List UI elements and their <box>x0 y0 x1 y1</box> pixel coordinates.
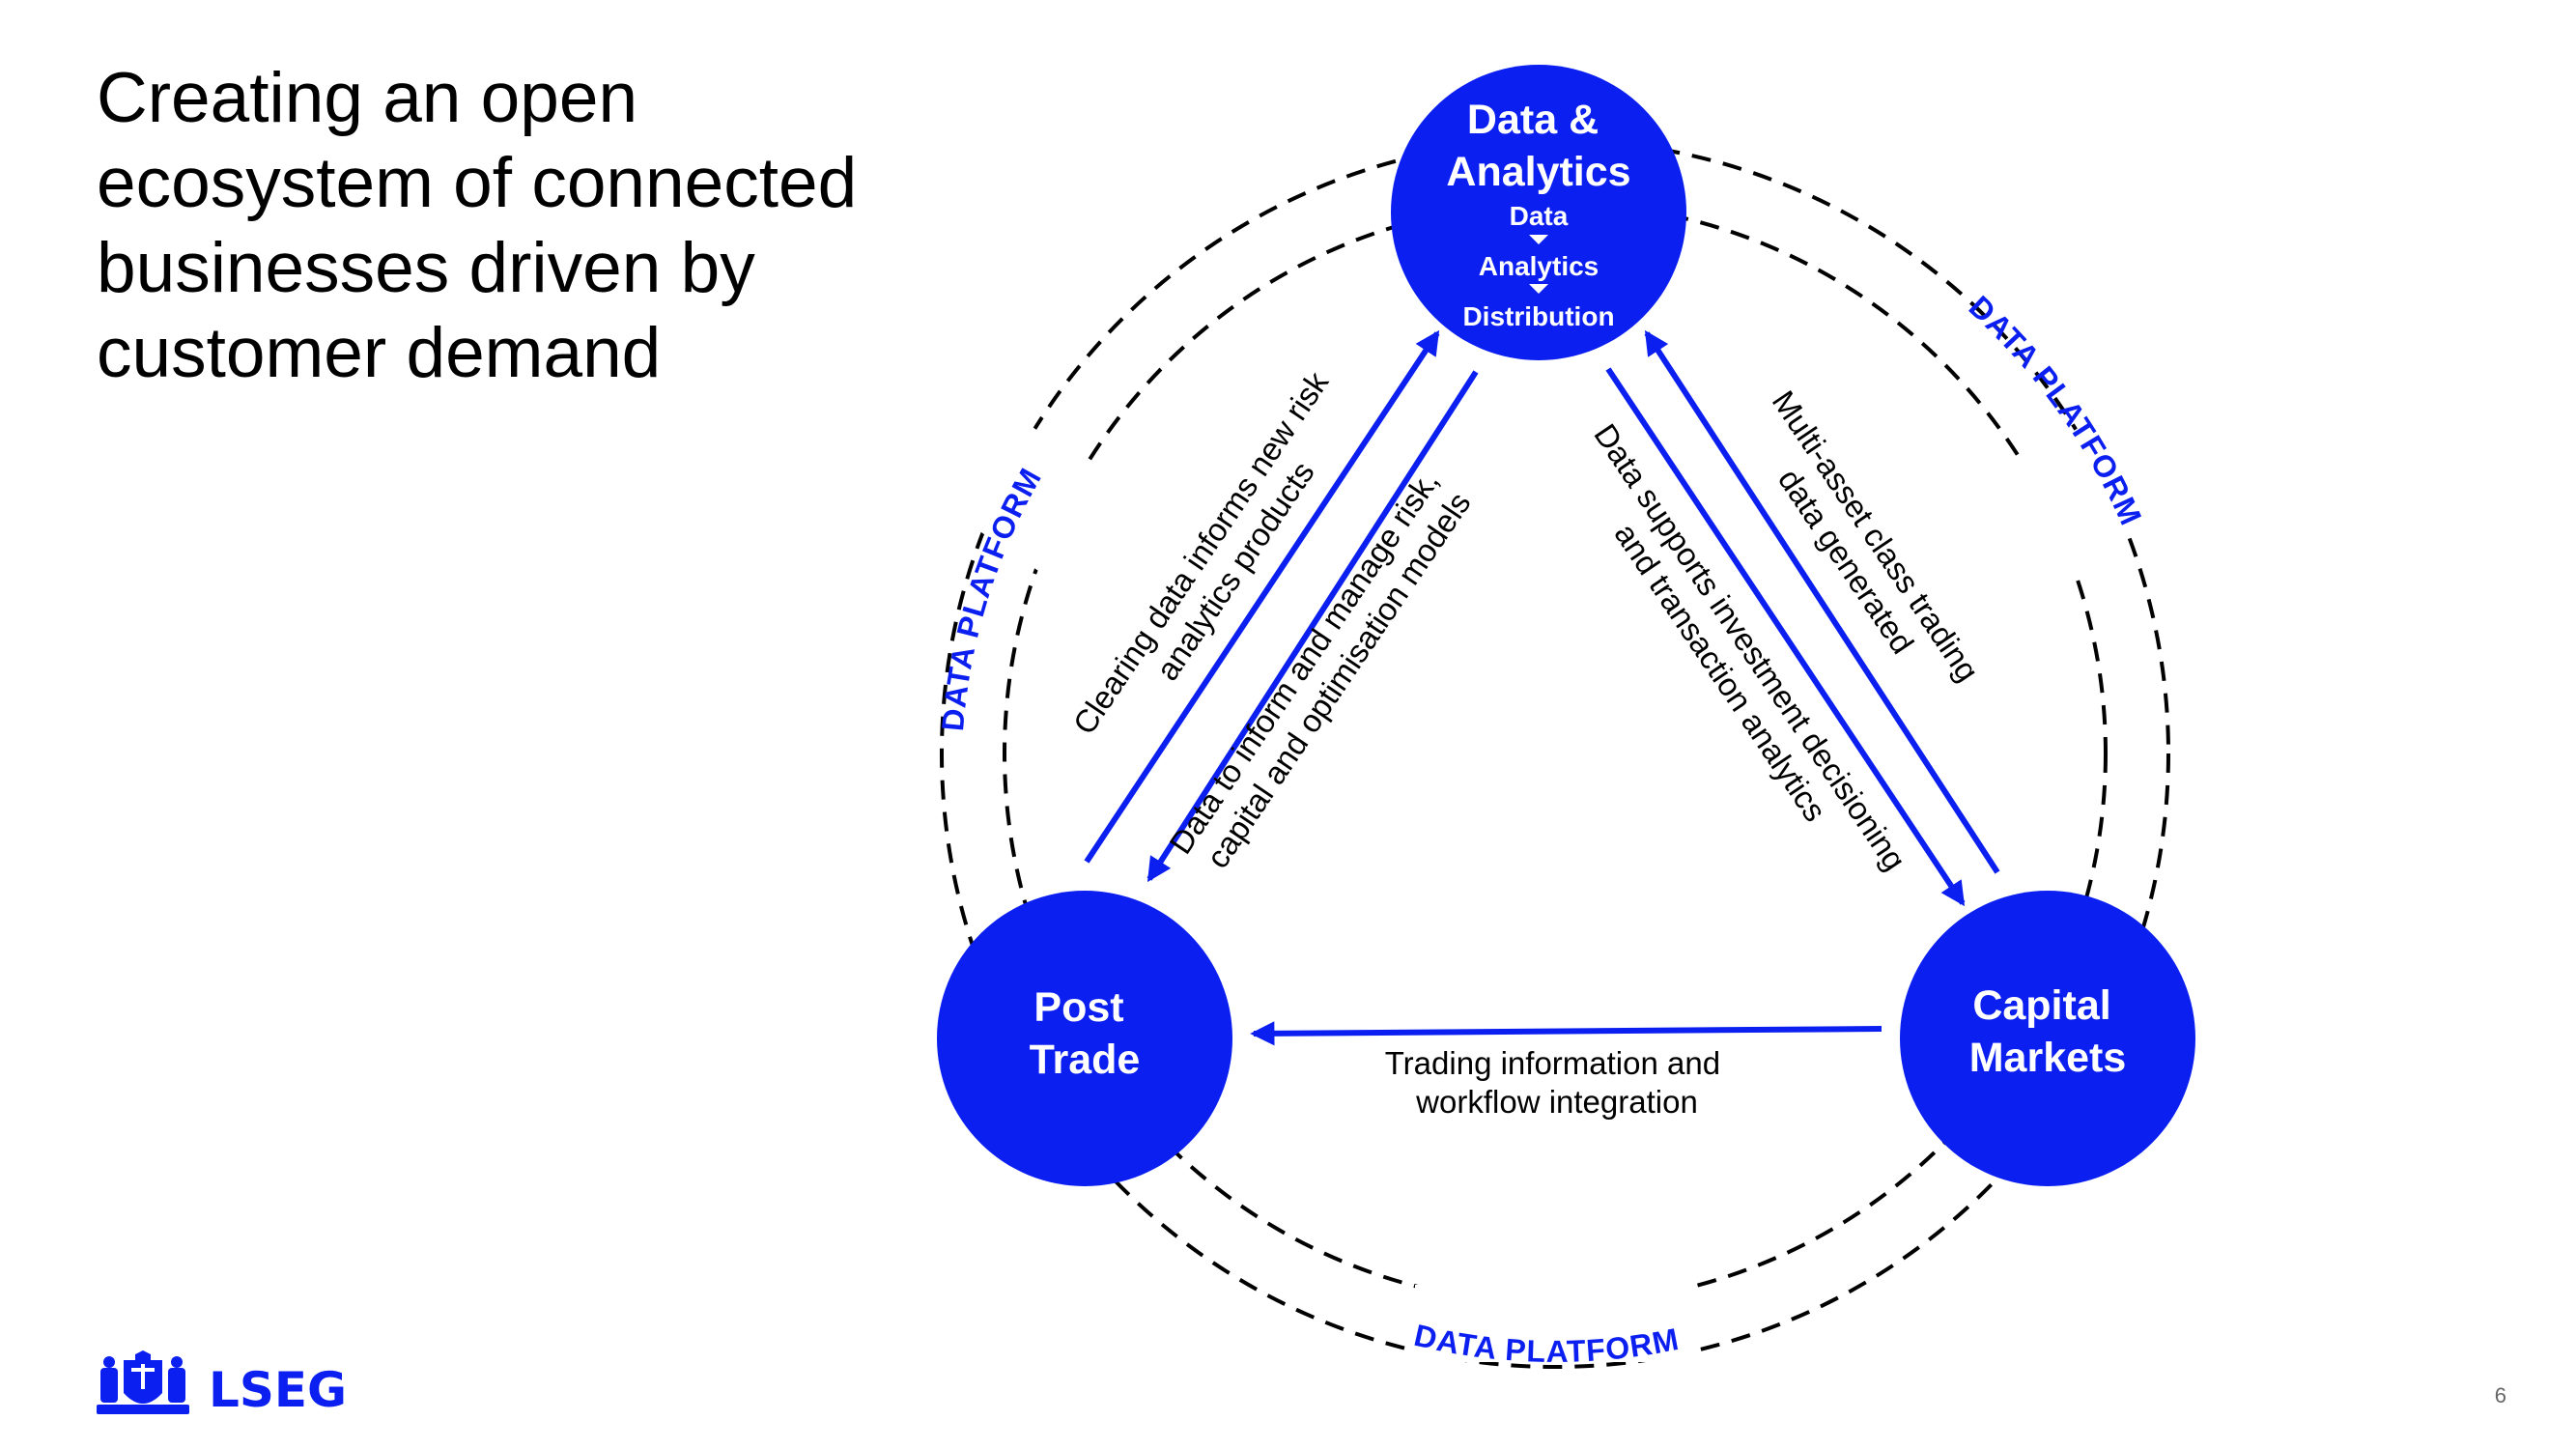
node-capital-markets: Capital Markets <box>1900 891 2195 1186</box>
arrow-data-to-capital-markets <box>1605 367 1966 907</box>
ring-label-right: DATA PLATFORM <box>1898 289 2188 646</box>
page-number: 6 <box>2494 1383 2506 1407</box>
arrow-capital-markets-to-post-trade <box>1250 1021 1882 1046</box>
flow-step-analytics: Analytics <box>1479 251 1599 281</box>
node-data-analytics: Data & Analytics Data Analytics Distribu… <box>1391 65 1686 360</box>
lseg-logo: LSEG <box>97 1350 346 1418</box>
flow-caret-down-icon <box>1529 235 1548 244</box>
edge-label-capital-markets-to-post-trade: Trading information and workflow integra… <box>1385 1045 1729 1120</box>
arrow-data-to-post-trade <box>1146 370 1479 883</box>
page-title: Creating an open ecosystem of connected … <box>97 59 858 392</box>
logo-wordmark: LSEG <box>209 1362 346 1418</box>
node-post-trade-title: Post Trade <box>1030 984 1141 1083</box>
outer-ring <box>940 138 2170 1369</box>
arrow-capital-markets-to-data <box>1644 329 2000 874</box>
flow-step-data: Data <box>1510 201 1569 231</box>
lseg-crest-icon <box>97 1350 189 1414</box>
ring-label-bottom: DATA PLATFORM <box>1411 1285 1695 1369</box>
node-post-trade: Post Trade <box>937 891 1232 1186</box>
node-data-analytics-title: Data & Analytics <box>1446 97 1630 195</box>
flow-caret-down-icon <box>1529 284 1548 294</box>
node-capital-markets-title: Capital Markets <box>1969 982 2127 1081</box>
arrow-post-trade-to-data <box>1084 329 1440 864</box>
flow-step-distribution: Distribution <box>1462 301 1614 331</box>
